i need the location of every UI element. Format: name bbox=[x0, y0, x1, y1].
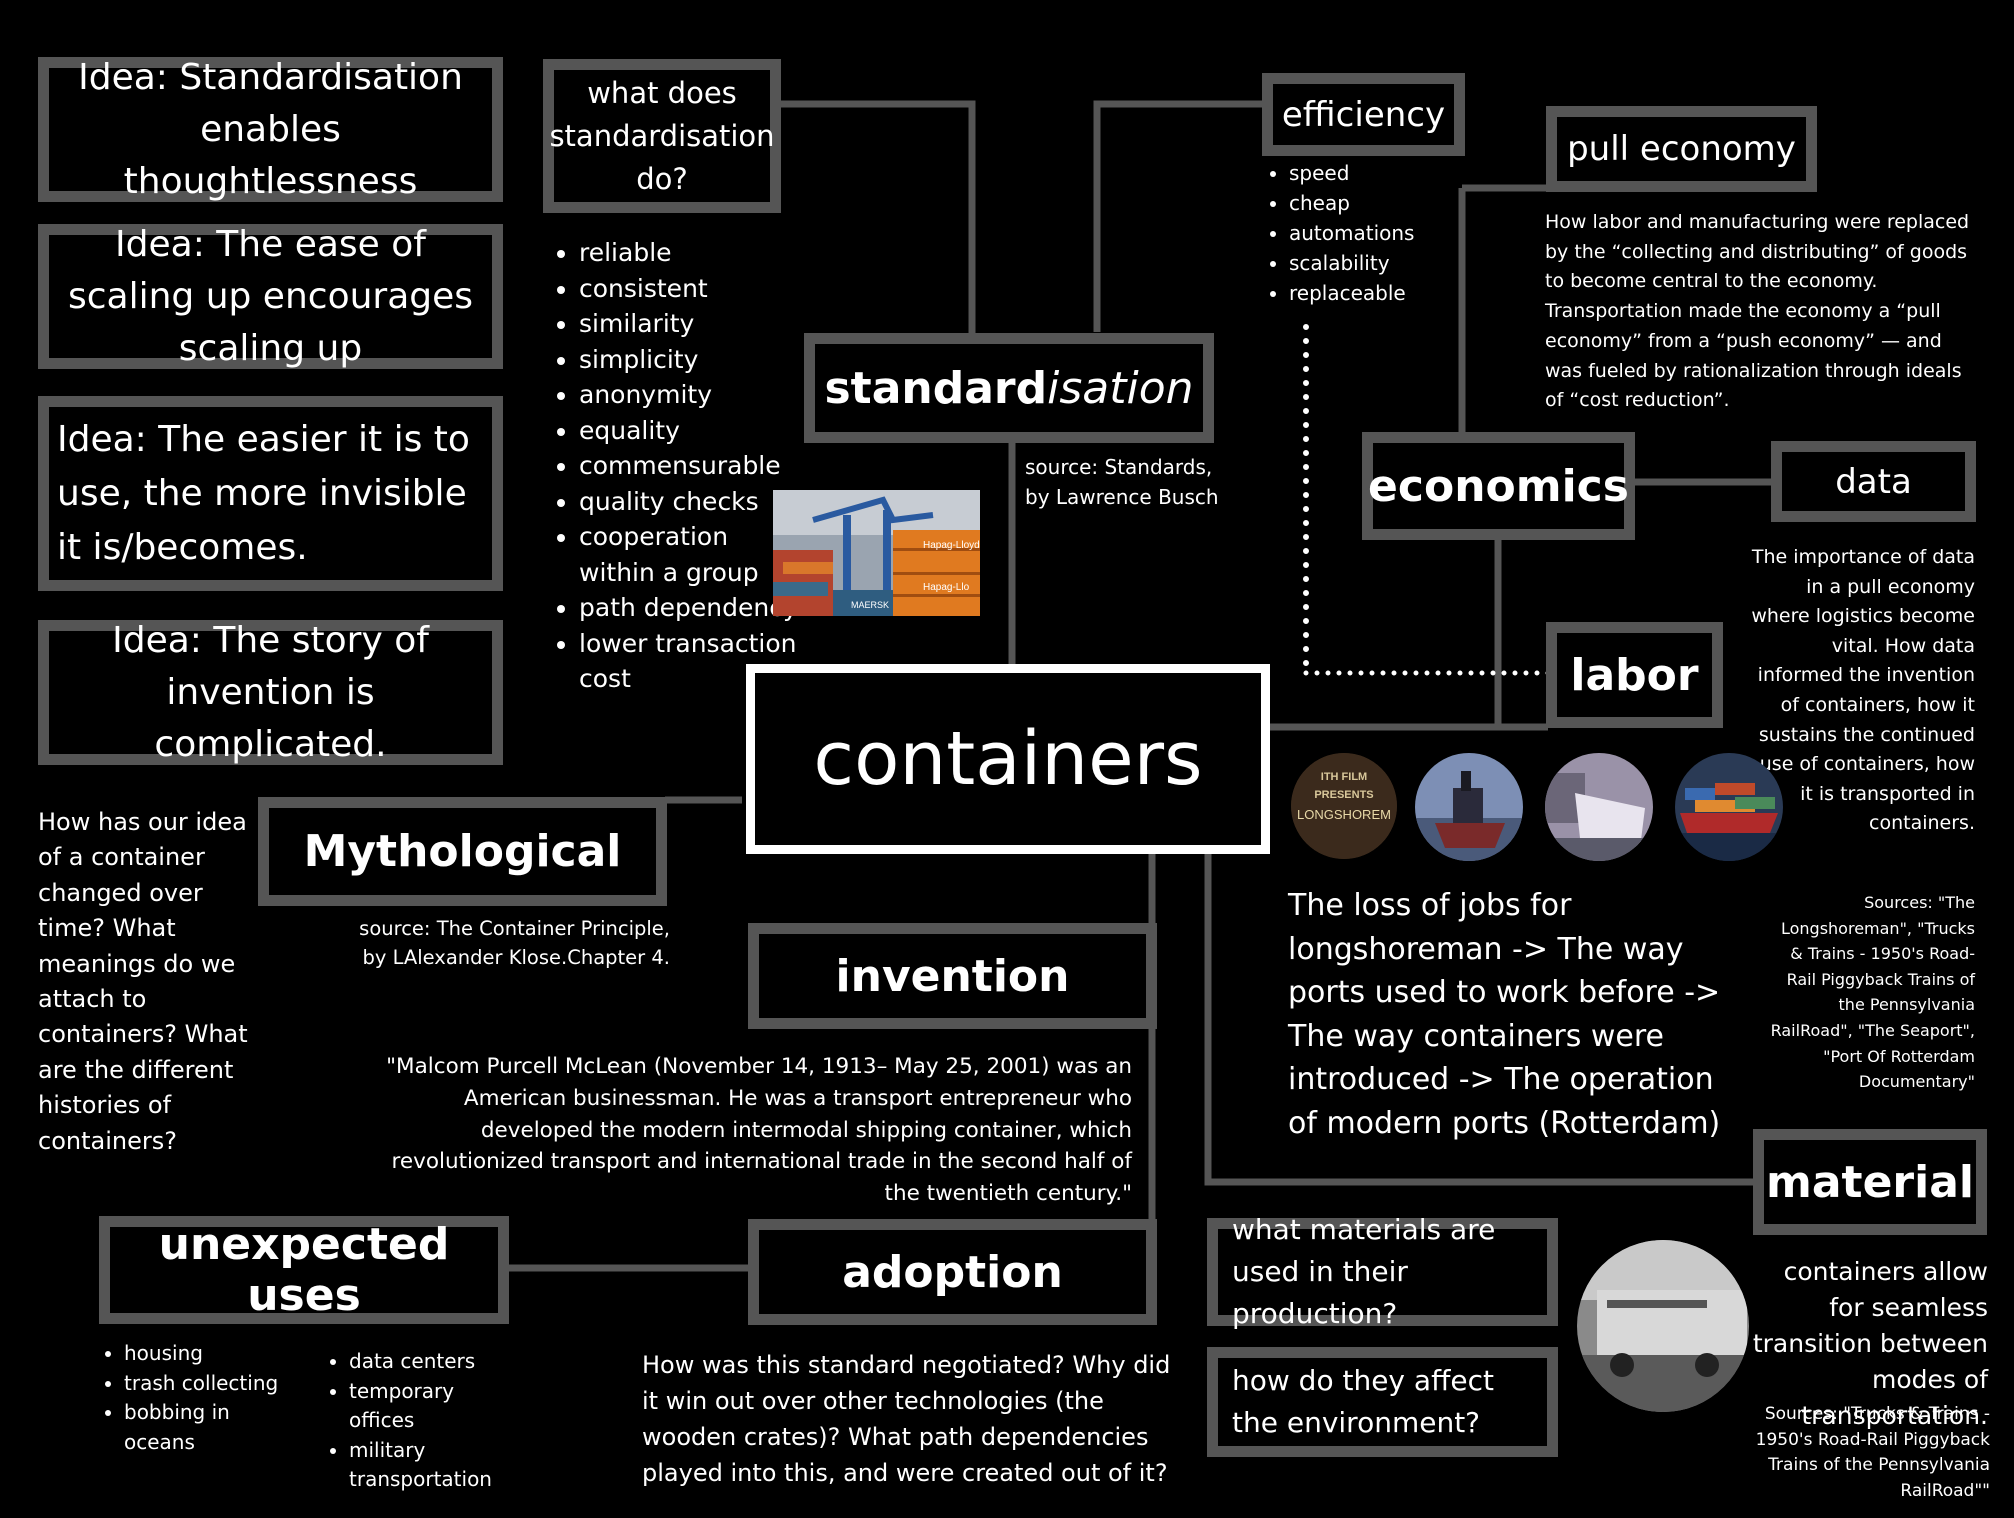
standardisation-bullet-item: simplicity bbox=[579, 342, 799, 378]
efficiency-bullet-item: automations bbox=[1289, 218, 1489, 248]
truck-train-thumbnail bbox=[1577, 1240, 1749, 1412]
material-question-1: what materials are used in their product… bbox=[1207, 1213, 1558, 1330]
idea-text: Idea: The ease of scaling up encourages … bbox=[67, 223, 474, 369]
standardisation-bullet-item: path dependency bbox=[579, 590, 799, 626]
node-efficiency: efficiency bbox=[1262, 73, 1465, 156]
standardisation-bullet-item: commensurable bbox=[579, 448, 799, 484]
idea-text: Idea: Standardisation enables thoughtles… bbox=[78, 56, 463, 202]
unexpected-use-item: bobbing in oceans bbox=[124, 1398, 284, 1457]
standardisation-bullet-item: reliable bbox=[579, 235, 799, 271]
idea-box-1: Idea: Standardisation enables thoughtles… bbox=[38, 57, 503, 202]
standardisation-bullet-item: cooperation within a group bbox=[579, 519, 799, 590]
standardisation-bullet-list: reliableconsistentsimilaritysimplicityan… bbox=[555, 235, 799, 697]
idea-box-3: Idea: The easier it is to use, the more … bbox=[38, 396, 503, 591]
node-label: data bbox=[1835, 461, 1912, 502]
node-label: efficiency bbox=[1281, 94, 1446, 135]
mythological-source: source: The Container Principle, by LAle… bbox=[359, 917, 670, 969]
question-text: what does standardisation do? bbox=[549, 75, 775, 196]
node-data: data bbox=[1771, 441, 1976, 522]
port-photo: Hapag-Lloyd Hapag-Llo MAERSK bbox=[773, 490, 980, 616]
container-logo-text: MAERSK bbox=[851, 600, 889, 610]
question-box-what-does: what does standardisation do? bbox=[543, 59, 781, 213]
central-node-label: containers bbox=[813, 716, 1203, 802]
labor-text: The loss of jobs for longshoreman -> The… bbox=[1288, 888, 1721, 1141]
container-ship-thumbnail bbox=[1675, 753, 1783, 861]
standardisation-bullet-item: anonymity bbox=[579, 377, 799, 413]
labor-sources: Sources: "The Longshoreman", "Trucks & T… bbox=[1770, 893, 1975, 1092]
standardisation-bullet-item: lower transaction cost bbox=[579, 626, 799, 697]
idea-text: Idea: The story of invention is complica… bbox=[112, 619, 429, 765]
material-text: containers allow for seamless transition… bbox=[1752, 1257, 1988, 1430]
invention-quote: "Malcom Purcell McLean (November 14, 191… bbox=[386, 1054, 1132, 1207]
thumbnail-title-text: PRESENTS bbox=[1314, 789, 1373, 801]
node-mythological: Mythological bbox=[258, 797, 667, 906]
node-label: material bbox=[1766, 1156, 1974, 1208]
longshoreman-film-thumbnail: ITH FILM PRESENTS LONGSHOREM bbox=[1291, 753, 1397, 859]
thumbnail-title-text: ITH FILM bbox=[1321, 771, 1367, 783]
container-logo-text: Hapag-Lloyd bbox=[923, 540, 980, 551]
node-label: Mythological bbox=[303, 826, 622, 877]
data-text: The importance of data in a pull economy… bbox=[1751, 546, 1975, 835]
efficiency-bullet-item: replaceable bbox=[1289, 278, 1489, 308]
node-standardisation: standardisation bbox=[804, 333, 1214, 443]
node-label: standardisation bbox=[824, 362, 1194, 414]
standardisation-source: source: Standards, by Lawrence Busch bbox=[1025, 455, 1219, 509]
efficiency-bullet-item: scalability bbox=[1289, 248, 1489, 278]
standardisation-bullet-item: equality bbox=[579, 413, 799, 449]
uses-bullet-list-1: housingtrash collectingbobbing in oceans bbox=[100, 1339, 284, 1457]
node-label: invention bbox=[835, 950, 1070, 1002]
node-label: adoption bbox=[842, 1246, 1063, 1298]
efficiency-bullet-item: speed bbox=[1289, 158, 1489, 188]
thumbnail-title-text: LONGSHOREM bbox=[1297, 807, 1391, 822]
question-text: how do they affect the environment? bbox=[1232, 1364, 1494, 1439]
uses-bullet-list-2: data centerstemporary officesmilitary tr… bbox=[325, 1347, 509, 1495]
adoption-text: How was this standard negotiated? Why di… bbox=[642, 1351, 1171, 1487]
node-adoption: adoption bbox=[748, 1219, 1157, 1325]
idea-box-4: Idea: The story of invention is complica… bbox=[38, 620, 503, 765]
material-question-2: how do they affect the environment? bbox=[1207, 1347, 1558, 1457]
standardisation-bullet-item: similarity bbox=[579, 306, 799, 342]
container-logo-text: Hapag-Llo bbox=[923, 582, 970, 593]
node-material: material bbox=[1753, 1129, 1987, 1235]
node-unexpected-uses: unexpected uses bbox=[99, 1216, 509, 1324]
node-invention: invention bbox=[748, 923, 1157, 1029]
tugboat-thumbnail bbox=[1415, 753, 1523, 861]
question-text: what materials are used in their product… bbox=[1232, 1213, 1496, 1330]
material-sources: Sources: "Trucks & Trains - 1950's Road-… bbox=[1755, 1404, 1990, 1502]
node-containers: containers bbox=[746, 664, 1270, 854]
efficiency-bullet-list: speedcheapautomationsscalabilityreplacea… bbox=[1265, 158, 1489, 308]
unexpected-use-item: housing bbox=[124, 1339, 284, 1369]
unexpected-use-item: temporary offices bbox=[349, 1377, 509, 1436]
standardisation-bullet-item: consistent bbox=[579, 271, 799, 307]
idea-box-2: Idea: The ease of scaling up encourages … bbox=[38, 224, 503, 369]
node-label: unexpected uses bbox=[158, 1219, 450, 1321]
node-labor: labor bbox=[1546, 622, 1723, 728]
idea-text: Idea: The easier it is to use, the more … bbox=[57, 418, 470, 568]
node-pull-economy: pull economy bbox=[1546, 106, 1817, 192]
myth-question-text: How has our idea of a container changed … bbox=[38, 808, 248, 1155]
efficiency-bullet-item: cheap bbox=[1289, 188, 1489, 218]
node-economics: economics bbox=[1362, 432, 1635, 540]
unexpected-use-item: military transportation bbox=[349, 1436, 509, 1495]
node-label: pull economy bbox=[1567, 129, 1796, 169]
node-label: economics bbox=[1368, 460, 1629, 512]
node-label: labor bbox=[1570, 649, 1699, 701]
unexpected-use-item: data centers bbox=[349, 1347, 509, 1377]
seaport-ship-thumbnail bbox=[1545, 753, 1653, 861]
standardisation-bullet-item: quality checks bbox=[579, 484, 799, 520]
unexpected-use-item: trash collecting bbox=[124, 1369, 284, 1399]
pull-economy-text: How labor and manufacturing were replace… bbox=[1545, 211, 1970, 412]
